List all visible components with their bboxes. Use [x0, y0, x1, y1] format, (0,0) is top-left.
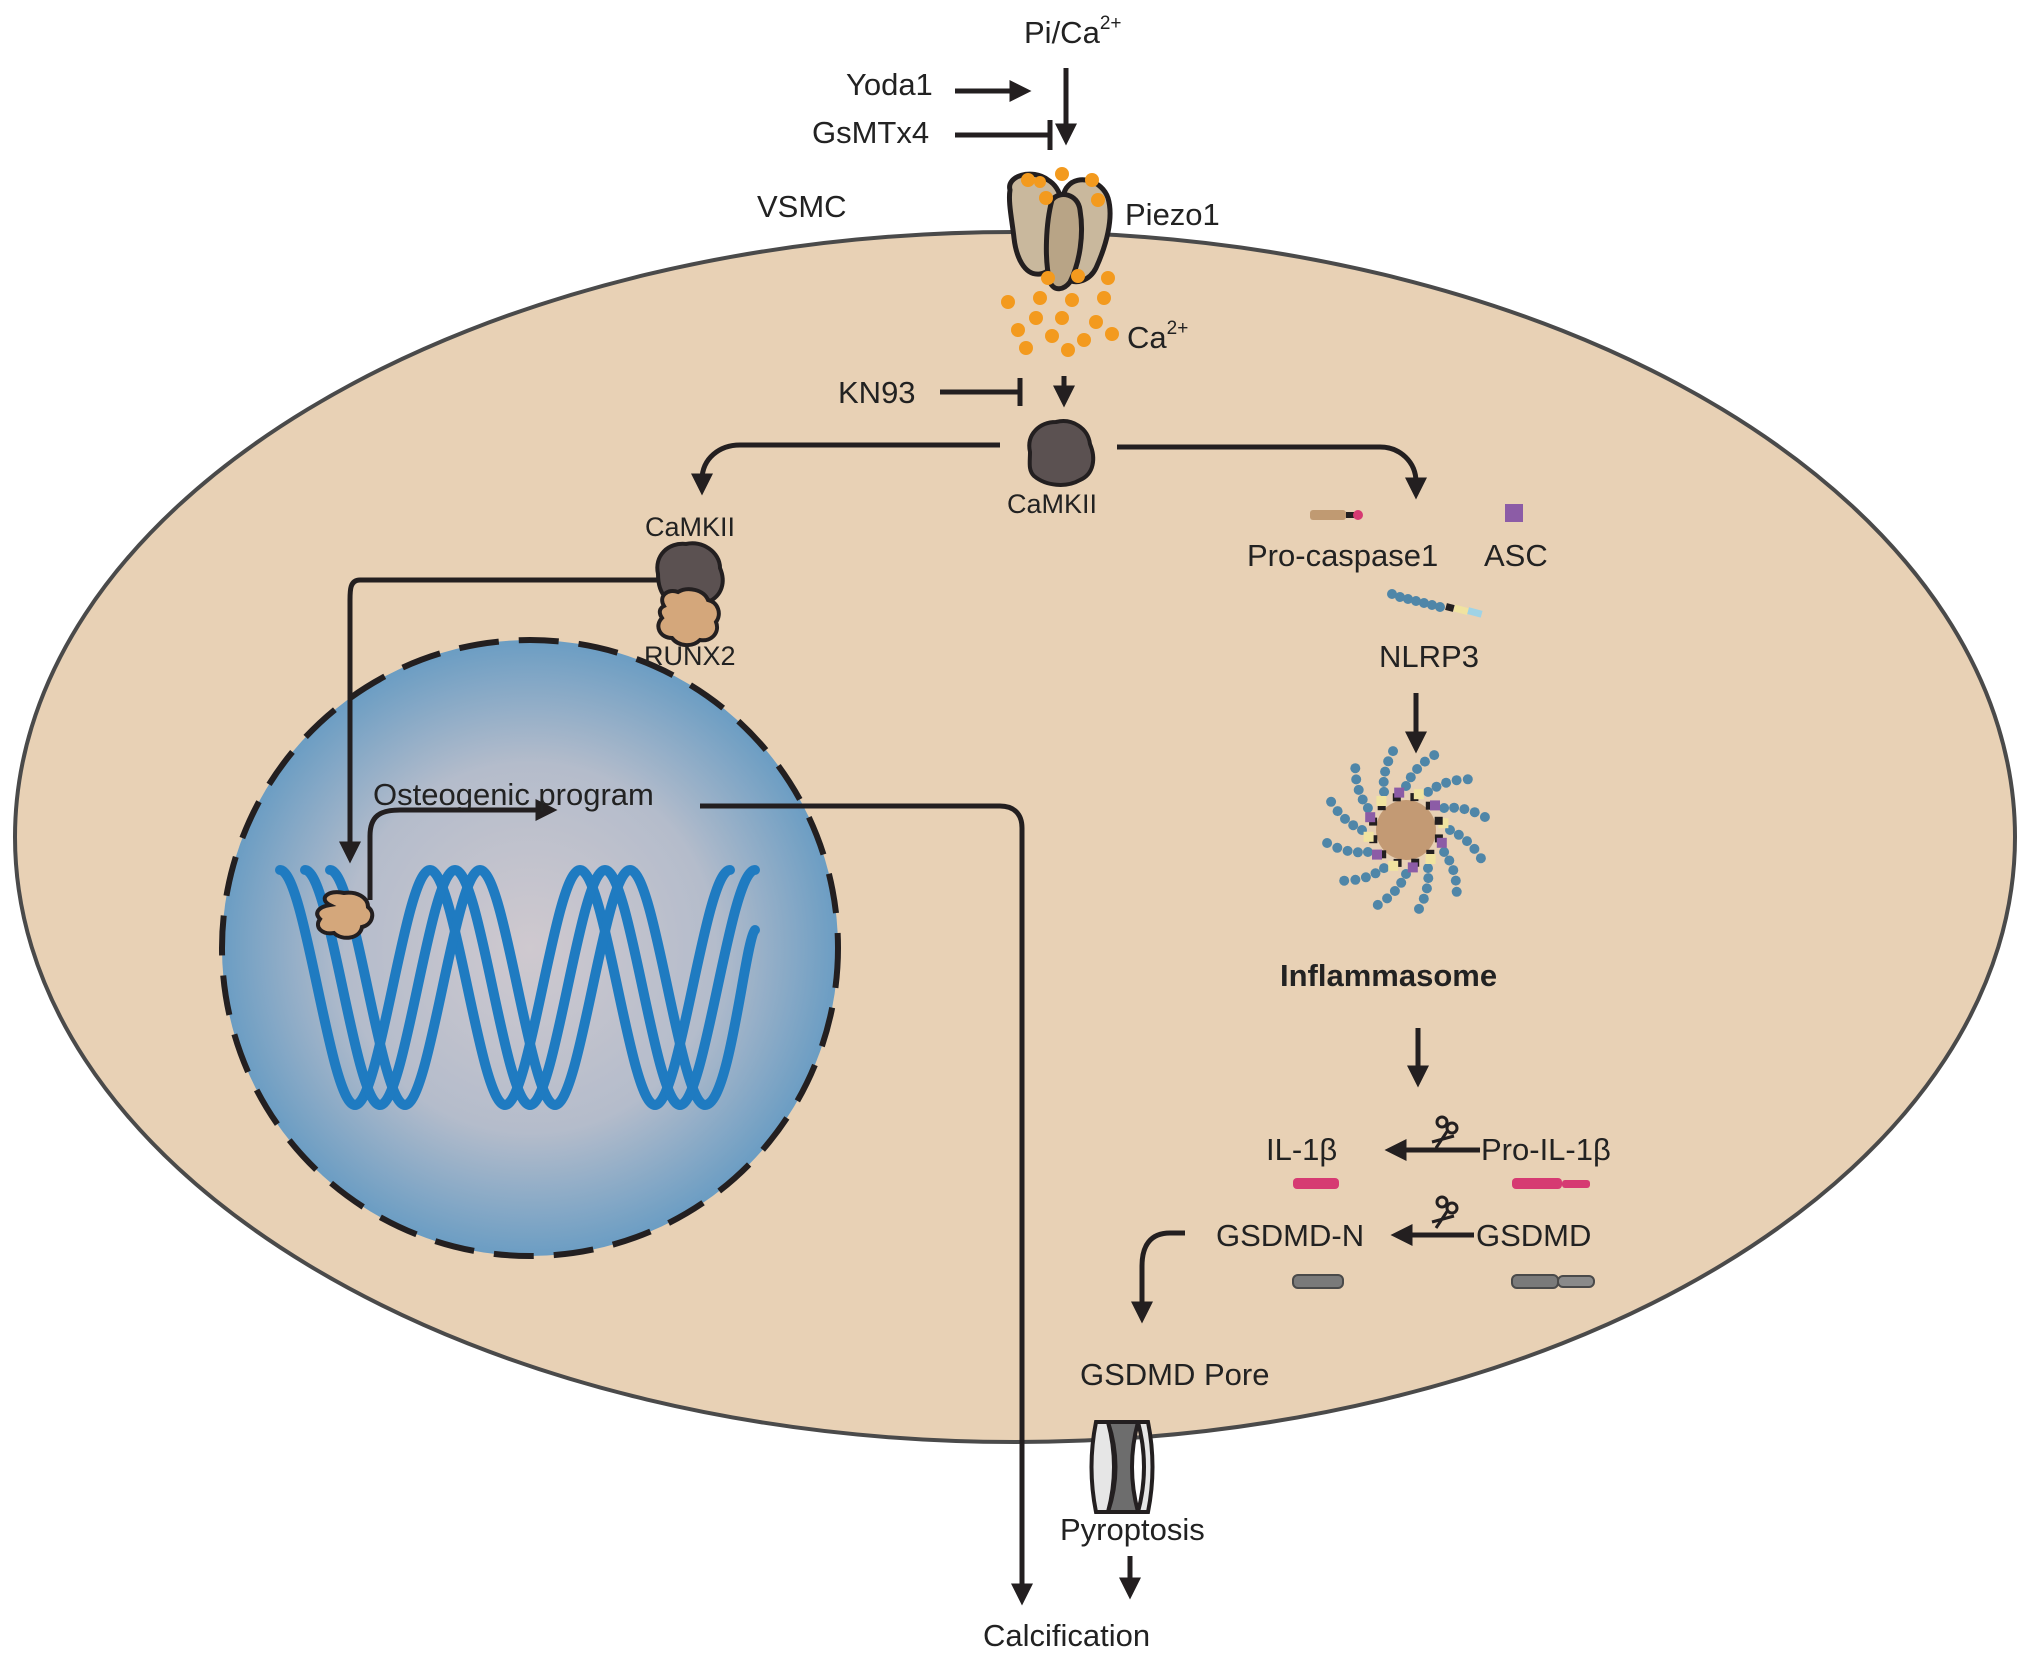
arrow-camkii-right	[1117, 444, 1427, 500]
label-gsdmd: GSDMD	[1476, 1218, 1591, 1253]
label-kn93: KN93	[838, 375, 916, 410]
label-osteogenic-program: Osteogenic program	[373, 777, 654, 812]
label-runx2: RUNX2	[644, 641, 736, 671]
il1b-icon	[1293, 1178, 1339, 1189]
label-asc: ASC	[1484, 538, 1548, 573]
gsdmd-icon	[1511, 1274, 1595, 1289]
gsdmd-n-icon	[1292, 1274, 1344, 1289]
arrow-complex-to-dna	[339, 577, 660, 864]
label-nlrp3: NLRP3	[1379, 639, 1479, 674]
inflammasome-filament	[1413, 774, 1473, 810]
label-ca: Ca2+	[1127, 318, 1188, 355]
membrane-pore-icon	[1089, 1420, 1155, 1514]
arrow-gsdmd-n-to-pore	[1131, 1230, 1185, 1324]
inflammasome-filament	[1430, 800, 1490, 825]
inhibit-gsmtx4	[955, 120, 1053, 150]
arrow-camkii-left	[691, 442, 1000, 496]
label-il1b: IL-1β	[1266, 1132, 1337, 1167]
arrow-osteogenic-program	[367, 799, 558, 900]
runx2-on-dna-icon	[315, 890, 375, 940]
inflammasome-ring-icon	[1322, 746, 1490, 914]
calcium-dots-extracellular	[1021, 167, 1105, 207]
inflammasome-filament	[1350, 763, 1386, 823]
runx2-complex-icon	[656, 587, 721, 647]
label-yoda1: Yoda1	[846, 67, 933, 102]
pro-il1b-icon	[1512, 1178, 1590, 1189]
label-pro-caspase1: Pro-caspase1	[1247, 538, 1438, 573]
inflammasome-filament	[1426, 837, 1462, 897]
scissors-icon	[1431, 1195, 1459, 1229]
label-pi-ca: Pi/Ca2+	[1024, 13, 1121, 50]
label-gsdmd-pore: GSDMD Pore	[1080, 1357, 1269, 1392]
asc-icon	[1505, 504, 1523, 522]
label-camkii-center: CaMKII	[1007, 489, 1097, 519]
calcium-dots-intracellular	[1001, 269, 1119, 357]
scissors-icon	[1431, 1115, 1459, 1149]
inflammasome-filament	[1339, 850, 1399, 886]
label-inflammasome: Inflammasome	[1280, 958, 1497, 993]
label-piezo1: Piezo1	[1125, 197, 1220, 232]
label-calcification: Calcification	[983, 1618, 1150, 1653]
label-camkii-left: CaMKII	[645, 512, 735, 542]
label-gsmtx4: GsMTx4	[812, 115, 929, 150]
label-vsmc: VSMC	[757, 189, 847, 224]
label-pyroptosis: Pyroptosis	[1060, 1512, 1205, 1547]
arrow-osteogenic-to-calcification	[700, 803, 1033, 1606]
pro-caspase1-icon	[1310, 510, 1363, 520]
dna-helix-icon	[275, 864, 760, 1111]
label-gsdmd-n: GSDMD-N	[1216, 1218, 1364, 1253]
inhibit-kn93	[940, 378, 1023, 406]
label-pro-il1b: Pro-IL-1β	[1481, 1132, 1611, 1167]
camkii-center-icon	[1027, 419, 1096, 487]
inflammasome-filament	[1326, 796, 1378, 842]
